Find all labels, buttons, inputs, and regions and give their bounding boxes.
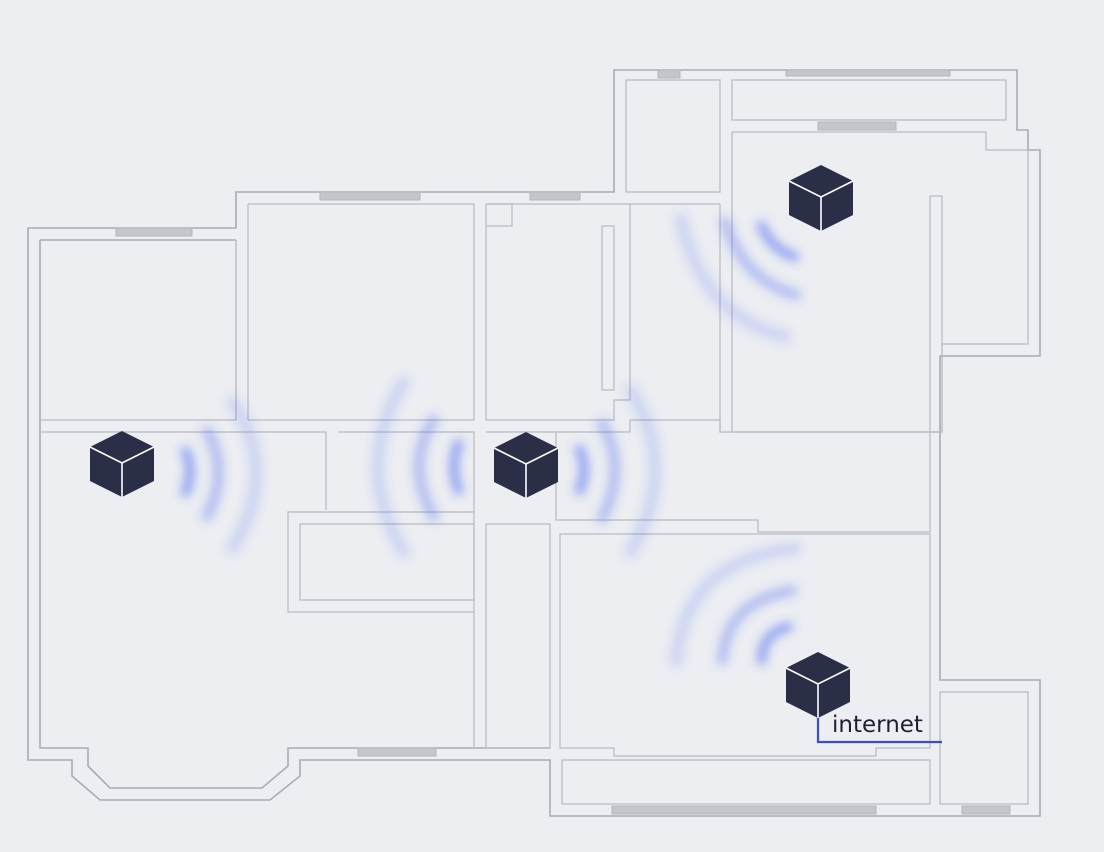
node-living-room bbox=[89, 431, 155, 497]
node-main-router bbox=[785, 652, 851, 718]
internet-label: internet bbox=[832, 712, 923, 738]
signal-waves bbox=[179, 212, 802, 667]
node-hallway bbox=[493, 432, 559, 498]
cube-router-icon bbox=[785, 652, 851, 718]
node-top-right-room bbox=[788, 165, 854, 231]
internet-cable bbox=[816, 712, 942, 744]
cube-router-icon bbox=[493, 432, 559, 498]
cube-router-icon bbox=[788, 165, 854, 231]
windows bbox=[115, 69, 1011, 815]
cube-router-icon bbox=[89, 431, 155, 497]
